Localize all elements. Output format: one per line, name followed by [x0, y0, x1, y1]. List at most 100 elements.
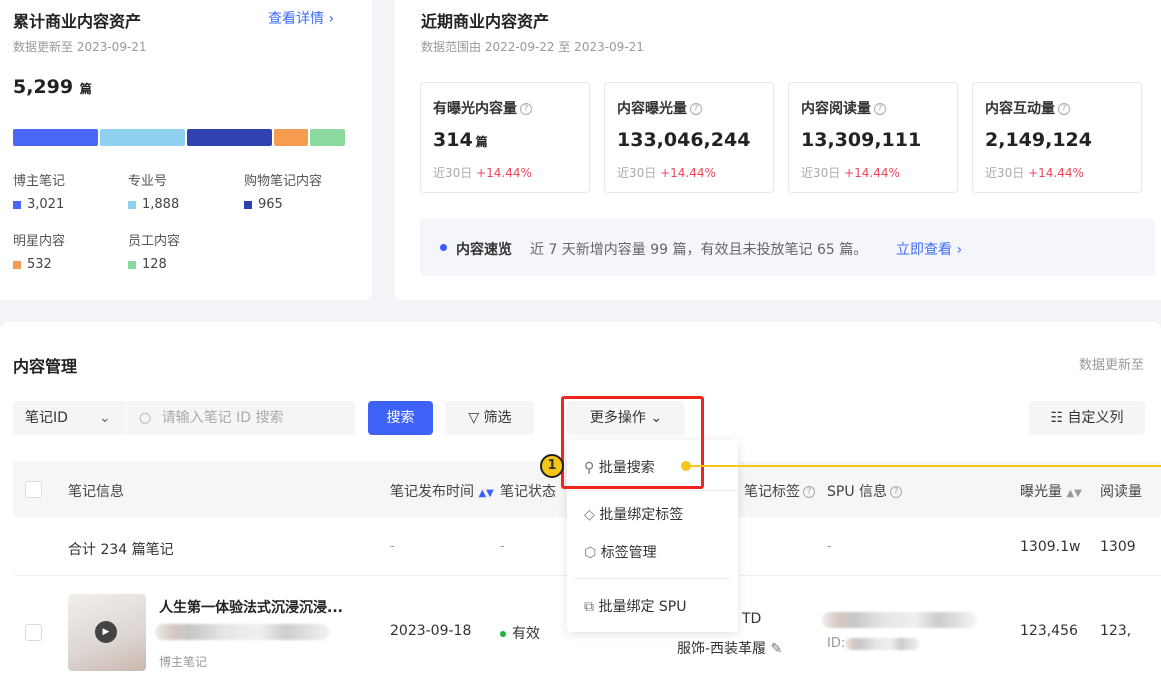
menu-batch-bind-spu[interactable]: ⧉ 批量绑定 SPU: [584, 599, 687, 615]
legend-swatch: [128, 200, 136, 209]
more-actions-label: 更多操作: [589, 410, 646, 426]
legend-swatch: [13, 200, 21, 209]
segment-0: [13, 129, 98, 146]
more-actions-button[interactable]: 更多操作 ⌄: [567, 401, 685, 435]
col-note-info: 笔记信息: [68, 484, 124, 500]
segment-2: [186, 129, 272, 146]
id-type-label: 笔记ID: [25, 410, 68, 426]
settings-icon: ⬡: [584, 545, 597, 561]
metric-label: 内容阅读量: [801, 101, 871, 117]
status: 有效: [500, 623, 540, 643]
legend-item: 明星内容 532: [13, 230, 65, 272]
metric-label: 内容曝光量: [617, 101, 687, 117]
filter-button[interactable]: ▽ 筛选: [446, 401, 534, 435]
view-detail-link[interactable]: 查看详情 ›: [268, 11, 335, 27]
sort-icon: ▲▼: [1066, 488, 1082, 499]
filter-icon: ▽: [468, 410, 480, 426]
cumulative-title: 累计商业内容资产: [13, 12, 142, 31]
row-checkbox[interactable]: [25, 624, 42, 641]
note-title[interactable]: 人生第一体验法式沉浸沉浸...: [159, 600, 343, 616]
total-count: 5,299 篇: [13, 76, 92, 98]
col-tags: 笔记标签?: [744, 481, 815, 501]
cumulative-assets-panel: 累计商业内容资产 查看详情 › 数据更新至 2023-09-21 5,299 篇…: [0, 0, 372, 300]
recent-title: 近期商业内容资产: [421, 12, 550, 31]
menu-divider: [574, 578, 731, 579]
metric-value: 2,149,124: [985, 129, 1092, 151]
highlight-box: [561, 396, 704, 489]
help-icon[interactable]: ?: [690, 103, 702, 115]
id-type-select[interactable]: 笔记ID ⌄: [13, 401, 126, 435]
menu-batch-bind-tags[interactable]: ◇ 批量绑定标签: [584, 507, 684, 523]
col-reads: 阅读量: [1100, 484, 1142, 500]
custom-columns-label: 自定义列: [1067, 410, 1124, 426]
more-actions-menu: [567, 440, 738, 632]
edit-icon[interactable]: ✎: [770, 641, 783, 657]
row-reads: 123,: [1100, 623, 1132, 639]
updated-date: 数据更新至 2023-09-21: [13, 40, 147, 54]
legend-swatch: [13, 260, 21, 269]
management-updated: 数据更新至: [1079, 358, 1145, 373]
metric-label: 有曝光内容量: [433, 101, 517, 117]
metric-unit: 篇: [475, 135, 488, 149]
menu-divider: [567, 490, 738, 491]
help-icon: ?: [890, 486, 903, 498]
legend-value: 1,888: [142, 197, 180, 212]
segment-4: [310, 129, 345, 146]
segment-3: [273, 129, 309, 146]
tag-top: TD: [742, 611, 762, 627]
metric-change: +14.44%: [660, 166, 716, 180]
search-button[interactable]: 搜索: [368, 401, 433, 435]
note-thumbnail[interactable]: ▶: [68, 594, 146, 671]
view-now-link[interactable]: 立即查看 ›: [896, 242, 963, 258]
metric-change: +14.44%: [844, 166, 900, 180]
col-spu: SPU 信息?: [827, 481, 903, 501]
legend-swatch: [128, 260, 136, 269]
custom-columns-button[interactable]: ☷ 自定义列: [1029, 401, 1145, 435]
annotation-dot: [681, 461, 691, 471]
legend-value: 128: [142, 257, 167, 272]
overview-banner: 内容速览 近 7 天新增内容量 99 篇，有效且未投放笔记 65 篇。 立即查看…: [420, 219, 1155, 276]
search-input[interactable]: ○ 请输入笔记 ID 搜索: [127, 401, 355, 435]
menu-tag-management[interactable]: ⬡ 标签管理: [584, 545, 657, 561]
legend-label: 专业号: [128, 174, 168, 189]
bullet-dot: [440, 244, 447, 251]
legend-label: 员工内容: [128, 234, 181, 249]
summary-publish: -: [390, 539, 395, 554]
help-icon: ?: [803, 486, 815, 498]
metric-label: 内容互动量: [985, 101, 1055, 117]
summary-label: 合计 234 篇笔记: [68, 542, 174, 558]
help-icon[interactable]: ?: [520, 103, 532, 115]
recent-range: 数据范围由 2022-09-22 至 2023-09-21: [421, 40, 644, 54]
overview-label: 内容速览: [456, 242, 512, 258]
col-publish-time[interactable]: 笔记发布时间 ▲▼: [390, 484, 494, 500]
sort-icon: ▲▼: [478, 488, 494, 499]
legend-label: 明星内容: [13, 234, 66, 249]
menu-batch-search[interactable]: ⚲ 批量搜索: [584, 460, 655, 476]
help-icon[interactable]: ?: [874, 103, 886, 115]
summary-exposure: 1309.1w: [1020, 539, 1081, 555]
play-icon: ▶: [95, 621, 117, 643]
legend-label: 博主笔记: [13, 174, 66, 189]
metric-change: +14.44%: [1028, 166, 1084, 180]
row-exposure: 123,456: [1020, 623, 1078, 639]
col-exposure[interactable]: 曝光量 ▲▼: [1020, 484, 1082, 500]
recent-assets-panel: 近期商业内容资产 数据范围由 2022-09-22 至 2023-09-21 有…: [394, 0, 1161, 300]
chevron-down-icon: ⌄: [99, 410, 111, 426]
legend-value: 532: [27, 257, 52, 272]
search-icon: ○: [139, 410, 152, 426]
legend-label: 购物笔记内容: [244, 174, 323, 189]
col-status: 笔记状态: [500, 484, 556, 500]
overview-text: 近 7 天新增内容量 99 篇，有效且未投放笔记 65 篇。: [530, 242, 868, 258]
help-icon[interactable]: ?: [1058, 103, 1070, 115]
tag-icon: ◇: [584, 507, 595, 523]
select-all-checkbox[interactable]: [25, 481, 42, 498]
metric-period: 近30日: [617, 166, 657, 180]
publish-date: 2023-09-18: [390, 623, 472, 639]
blurred-spu-name: [822, 612, 977, 628]
management-title: 内容管理: [13, 357, 78, 376]
status-dot: [500, 631, 506, 637]
